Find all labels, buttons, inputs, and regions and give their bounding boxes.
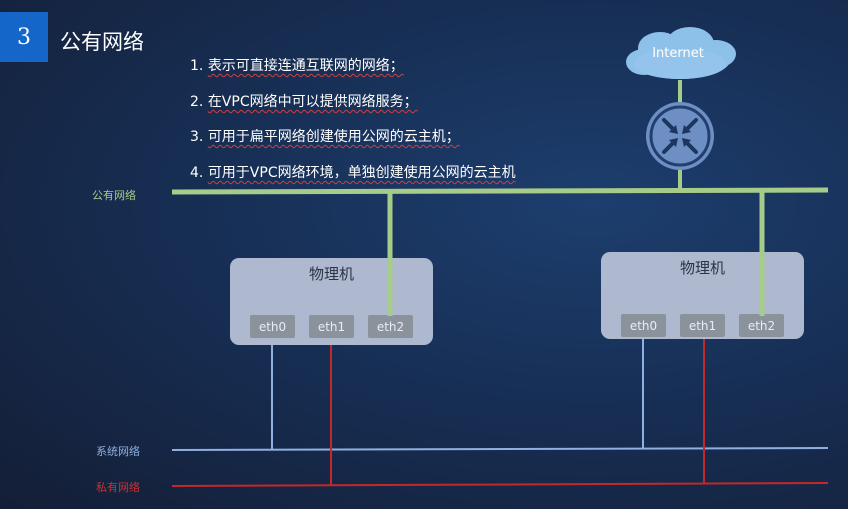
public-network-label: 公有网络	[92, 189, 136, 202]
private-network-label: 私有网络	[96, 481, 140, 494]
host-title: 物理机	[679, 259, 725, 277]
system-network-label: 系统网络	[96, 445, 140, 458]
port-eth2: eth2	[739, 314, 784, 337]
public-network-bus	[171, 187, 829, 195]
note-text: 表示可直接连通互联网的网络；	[207, 58, 404, 74]
port-eth0: eth0	[250, 315, 295, 338]
note-text: 可用于VPC网络环境，单独创建使用公网的云主机	[207, 165, 516, 181]
note-prefix: 4.	[190, 165, 208, 181]
private-network-bus	[171, 482, 829, 487]
note-prefix: 1.	[190, 58, 208, 74]
port-eth0: eth0	[621, 314, 666, 337]
router-icon	[646, 102, 714, 170]
port-eth1: eth1	[680, 314, 725, 337]
note-item-3: 3. 可用于扁平网络创建使用公网的云主机；	[190, 126, 460, 146]
page-title: 公有网络	[60, 30, 144, 54]
note-item-1: 1. 表示可直接连通互联网的网络；	[190, 55, 404, 75]
host-title: 物理机	[308, 265, 354, 283]
note-item-4: 4. 可用于VPC网络环境，单独创建使用公网的云主机	[190, 162, 516, 182]
physical-host-1: 物理机 eth0 eth1 eth2	[230, 258, 433, 345]
note-prefix: 3.	[190, 129, 208, 145]
internet-label: Internet	[652, 46, 704, 61]
note-item-2: 2. 在VPC网络中可以提供网络服务；	[190, 91, 418, 111]
section-number-badge: 3	[0, 12, 48, 62]
note-text: 可用于扁平网络创建使用公网的云主机；	[207, 129, 460, 145]
note-prefix: 2.	[190, 94, 208, 110]
cloud-icon	[626, 27, 736, 79]
physical-host-2: 物理机 eth0 eth1 eth2	[601, 252, 804, 339]
port-eth1: eth1	[309, 315, 354, 338]
port-eth2: eth2	[368, 315, 413, 338]
note-text: 在VPC网络中可以提供网络服务；	[207, 94, 418, 110]
system-network-bus	[171, 447, 829, 451]
